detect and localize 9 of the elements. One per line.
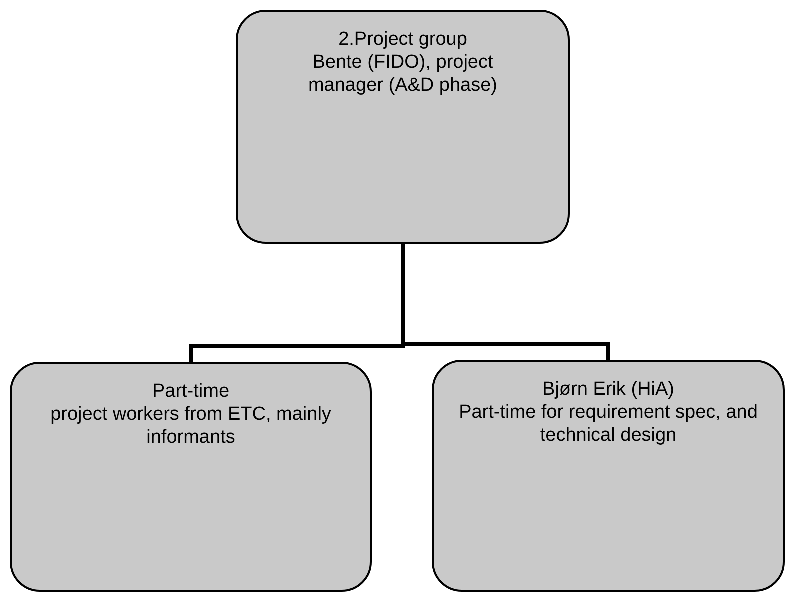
box-text: project workers from ETC, mainly informants: [50, 403, 332, 449]
box-text: Bente (FIDO), project manager (A&D phase): [307, 51, 499, 97]
box-heading: Part-time: [152, 380, 230, 403]
rounded-box: [10, 362, 372, 592]
box-text: Part-time for requirement spec, and technical design: [458, 401, 758, 447]
rounded-box: [236, 10, 570, 244]
rounded-box: [432, 360, 785, 592]
box-heading: Bjørn Erik (HiA): [542, 378, 674, 401]
box-heading: 2.Project group: [338, 28, 468, 51]
